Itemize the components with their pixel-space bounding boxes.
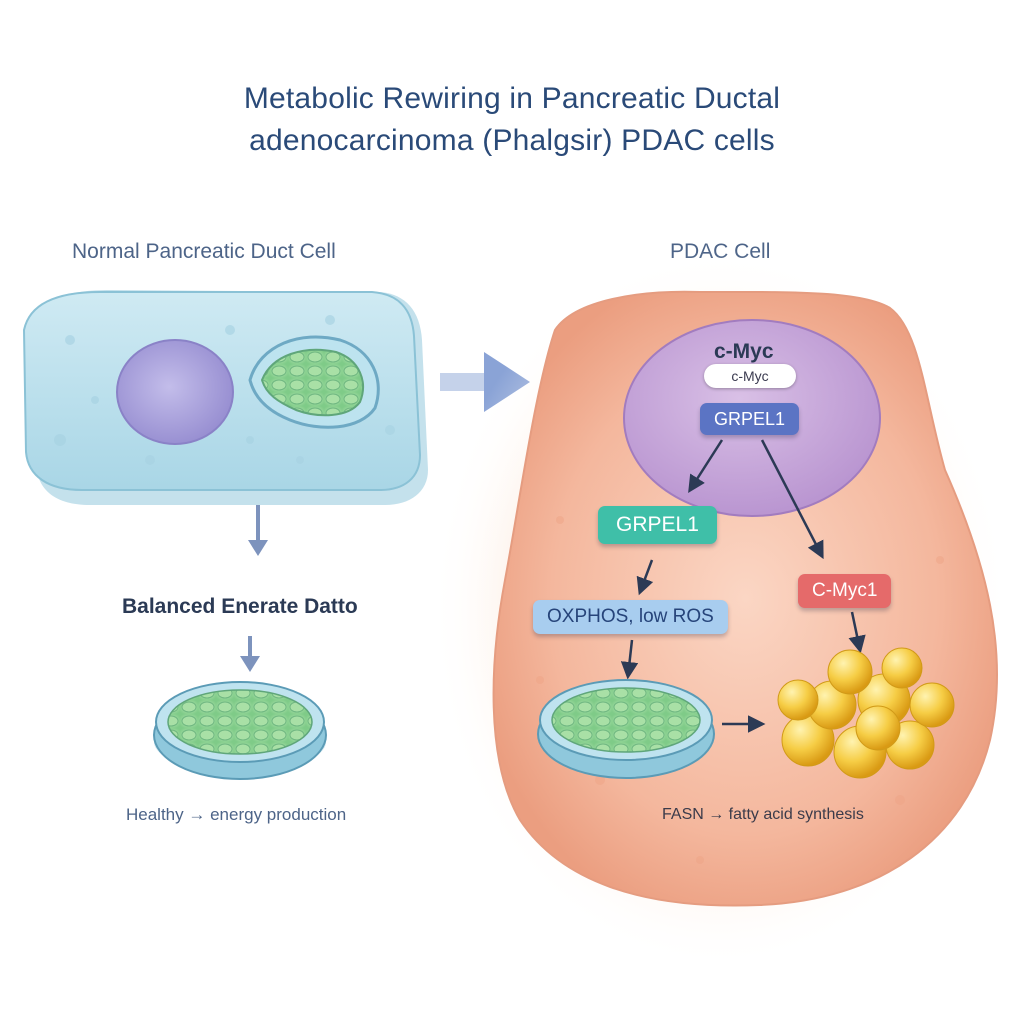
lipid-droplet-icon <box>777 647 955 779</box>
arrow-down-icon <box>248 505 268 556</box>
grpel1-cyto-pill: GRPEL1 <box>598 506 717 544</box>
normal-caption: Healthy → energy production <box>126 805 347 824</box>
arrow-to-mito <box>620 639 639 680</box>
grpel1-nuclear-pill: GRPEL1 <box>700 403 800 435</box>
arrow-to-cmyc1 <box>760 439 824 560</box>
oxphos-pill: OXPHOS, low ROS <box>533 600 728 634</box>
title-line-1: Metabolic Rewiring in Pancreatic Ductal <box>243 82 781 115</box>
normal-state-text: Balanced Enerate Datto <box>122 595 358 618</box>
mitochondrion-icon <box>248 335 380 429</box>
pdac-caption: FASN → fatty acid synthesis <box>662 806 864 823</box>
arrow-to-oxphos <box>636 559 654 596</box>
arrow-to-lipids <box>848 611 866 654</box>
diagram-title: Metabolic Rewiring in Pancreatic Ductal … <box>0 78 1024 162</box>
normal-cell-label: Normal Pancreatic Duct Cell <box>72 240 336 263</box>
mitochondrion-icon <box>153 681 327 780</box>
cmyc1-pill: C-Myc1 <box>798 574 892 608</box>
nucleus-sublabel-badge: c-Myc <box>704 364 796 388</box>
title-line-2: adenocarcinoma (Phalgsir) PDAC cells <box>249 124 775 157</box>
normal-nucleus <box>116 339 234 445</box>
arrow-down-icon <box>240 636 260 672</box>
arrow-grpel1-to-cyto <box>688 439 724 493</box>
mitochondrion-icon <box>537 679 715 779</box>
nucleus-label: c-Myc <box>714 340 774 363</box>
